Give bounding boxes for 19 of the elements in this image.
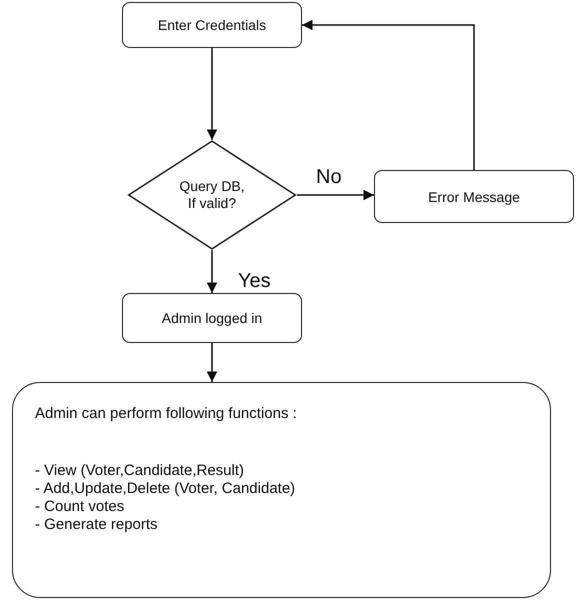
process-box xyxy=(122,293,302,343)
node-label: Error Message xyxy=(428,188,520,204)
list-item: - Generate reports xyxy=(35,516,158,534)
arrow xyxy=(206,250,218,293)
process-box xyxy=(122,2,302,48)
node-label: Query DB, If valid? xyxy=(178,178,246,212)
list-item: - Count votes xyxy=(35,498,124,516)
process-box xyxy=(374,170,574,223)
arrow xyxy=(302,20,475,170)
node-label: Enter Credentials xyxy=(158,17,266,33)
function-list-box xyxy=(12,382,551,598)
heading: Admin can perform following functions : xyxy=(35,405,297,422)
node-label: Admin logged in xyxy=(162,310,262,326)
arrow xyxy=(206,343,218,382)
list-item: - View (Voter,Candidate,Result) xyxy=(35,462,244,480)
decision-diamond xyxy=(127,140,297,250)
list-item: - Add,Update,Delete (Voter, Candidate) xyxy=(35,480,296,498)
arrow xyxy=(206,48,218,140)
arrow xyxy=(297,190,374,200)
